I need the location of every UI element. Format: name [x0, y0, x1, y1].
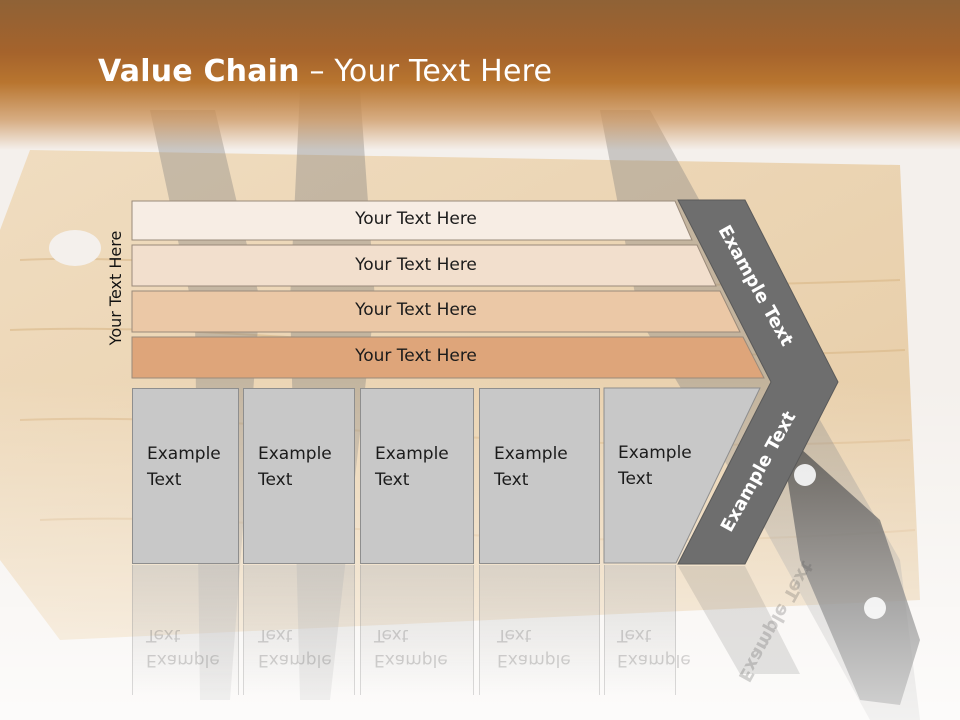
band-4-label: Your Text Here	[355, 346, 477, 366]
chevron-shape	[677, 199, 839, 565]
box-3-line1: Example	[375, 444, 449, 464]
box-4-line2: Text	[494, 470, 529, 490]
box-2-line1: Example	[258, 444, 332, 464]
title-rest: – Your Text Here	[299, 54, 553, 89]
box-1-reflection	[132, 565, 239, 695]
band-3-label: Your Text Here	[355, 300, 477, 320]
chevron-reflection	[678, 566, 800, 674]
box-4-reflection	[479, 565, 600, 695]
box-3-reflection	[360, 565, 474, 695]
title-bar	[0, 0, 960, 150]
title-bold: Value Chain	[98, 54, 300, 89]
box-5-line2: Text	[618, 469, 653, 489]
box-5-line1: Example	[618, 443, 692, 463]
box-1-line2: Text	[147, 470, 182, 490]
band-1-shape	[131, 200, 693, 241]
box-4-line1: Example	[494, 444, 568, 464]
box-2-reflection	[243, 565, 355, 695]
box-3-line2: Text	[375, 470, 410, 490]
slide-title: Value Chain – Your Text Here	[98, 54, 552, 89]
band-3-shape	[131, 290, 741, 333]
band-4-shape	[131, 336, 765, 379]
box-5-shape	[603, 387, 761, 564]
band-2-label: Your Text Here	[355, 255, 477, 275]
box-2-line2: Text	[258, 470, 293, 490]
band-2-shape	[131, 244, 717, 287]
box-5-reflection	[604, 565, 676, 695]
box-1-line1: Example	[147, 444, 221, 464]
band-1-label: Your Text Here	[355, 209, 477, 229]
side-label: Your Text Here	[106, 230, 125, 346]
